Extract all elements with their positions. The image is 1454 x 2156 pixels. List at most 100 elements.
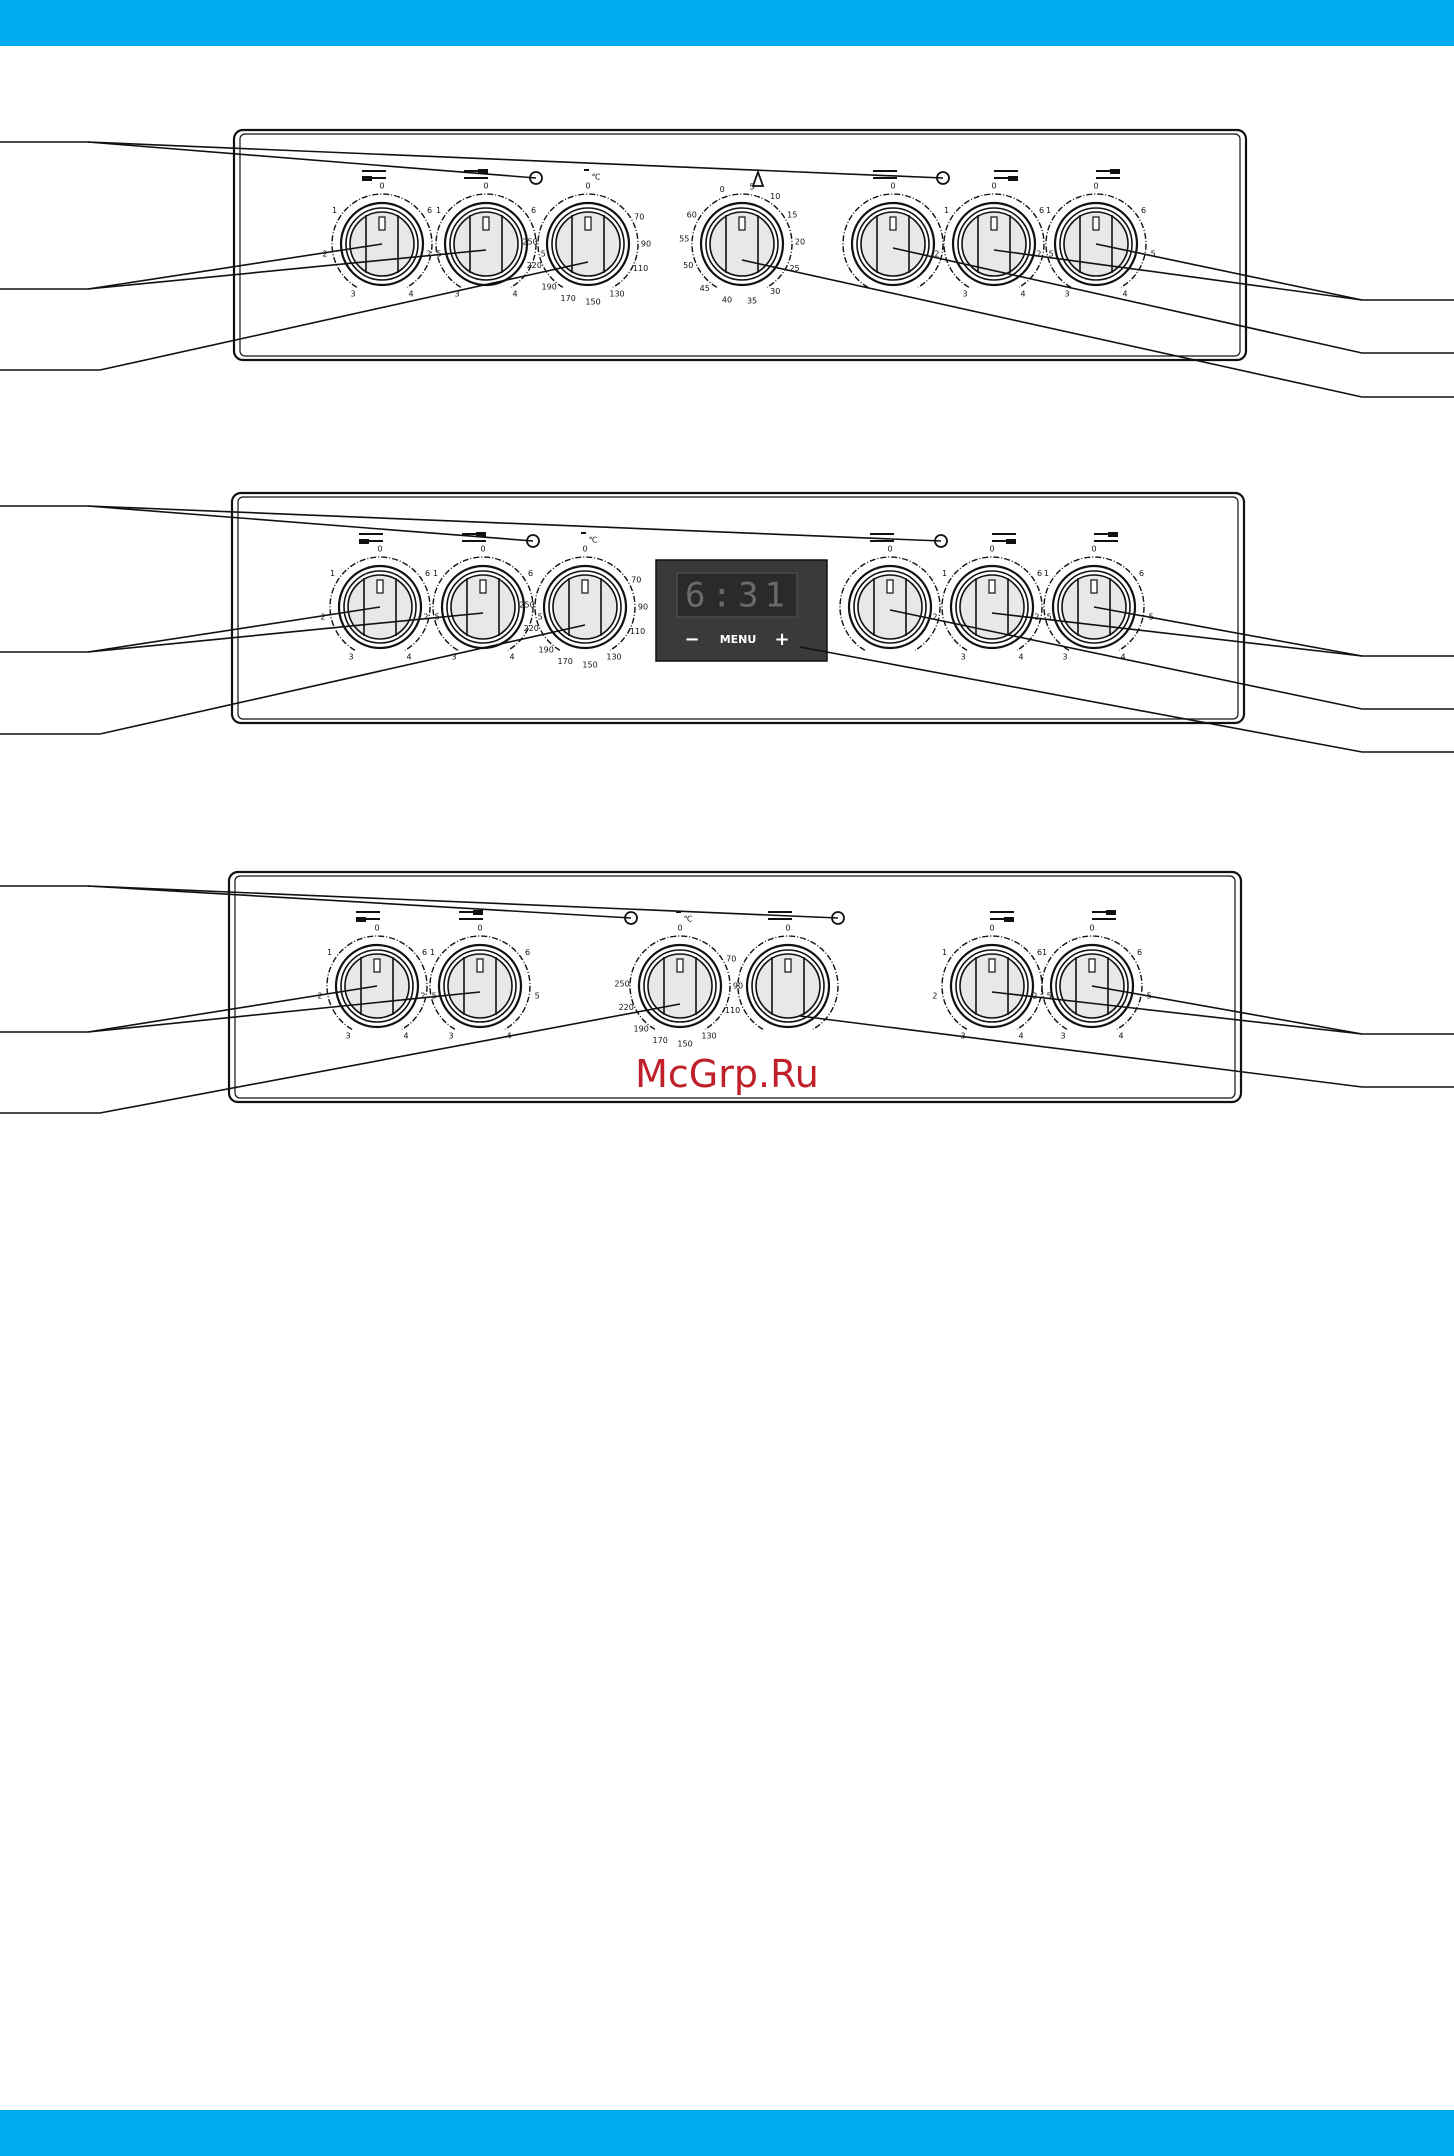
panel-1-leader-hob-b (87, 249, 487, 290)
panel-1-hob-knob-3-tick-label: 3 (962, 290, 967, 299)
panel-2-oven-temp-knob-tick-label: 190 (539, 646, 554, 655)
panel-3-hob-knob-2-ring (443, 949, 517, 1023)
panel-3-function-icon-bar-top (768, 911, 792, 913)
panel-1-oven-temp-knob-tick-label: 110 (633, 264, 648, 273)
panel-1-zone-icon-2-bar-top (464, 170, 488, 172)
panel-2-hob-knob-4-tick-label: 0 (1091, 545, 1096, 554)
panel-2-hob-knob-1-tick-label: 6 (425, 569, 430, 578)
panel-3-hob-knob-4-scale-arc (1041, 935, 1143, 1030)
panel-1-hob-knob-4-tick-label: 6 (1141, 206, 1146, 215)
panel-2-hob-knob-1-scale-arc (329, 556, 431, 651)
panel-1-zone-icon-1-zone-mark (362, 176, 372, 181)
panel-1-hob-knob-4-tick-label: 1 (1046, 206, 1051, 215)
panel-2-hob-knob-3-scale-arc (941, 556, 1043, 651)
panel-3-hob-knob-4-tick-label: 3 (1060, 1032, 1065, 1041)
panel-2-zone-icon-3-zone-mark (1006, 539, 1016, 544)
panel-2-oven-temp-knob-tick-label: 130 (606, 653, 621, 662)
panel-3-hob-knob-1-tick-label: 0 (374, 924, 379, 933)
panel-2-zone-icon-4-zone-mark (1108, 532, 1118, 537)
panel-3-hob-knob-2-tick-label: 5 (535, 992, 540, 1001)
panel-3-leader-right-b (991, 991, 1363, 1035)
panel-2-oven-temp-knob-tick-label: 70 (631, 575, 641, 584)
panel-2-hob-knob-1-tick-label: 1 (330, 569, 335, 578)
panel-2-leader-function (889, 609, 1454, 710)
panel-1-hob-knob-2-tick-label: 3 (454, 290, 459, 299)
panel-1-oven-temp-knob-tick-label: 90 (641, 240, 651, 249)
panel-1-zone-icon-3-bar-bottom (994, 177, 1018, 179)
panel-3-oven-temp-knob-scale-arc (629, 935, 731, 1030)
panel-3-zone-icon-4-bar-top (1092, 911, 1116, 913)
panel-1-oven-temp-knob-tick-label: 190 (542, 283, 557, 292)
panel-3-oven-temp-knob-tick-label: 150 (677, 1039, 692, 1048)
panel-1-hob-knob-3-ring (957, 207, 1031, 281)
panel-3 (227, 870, 1243, 1104)
panel-3-hob-knob-4-tick-label: 1 (1042, 948, 1047, 957)
panel-2-leader-display (799, 646, 1454, 753)
panel-2-hob-knob-1-tick-label: 0 (377, 545, 382, 554)
panel-1-timer-knob-tick-label: 20 (795, 237, 805, 246)
panel-2-leader-lamps-b (87, 505, 942, 542)
panel-1-hob-knob-2-tick-label: 1 (436, 206, 441, 215)
panel-1-oven-temp-knob-tick-label: 70 (634, 212, 644, 221)
panel-3-hob-knob-2-tick-label: 2 (420, 992, 425, 1001)
panel-1-timer-knob-tick-label: 40 (722, 296, 732, 305)
panel-1-leader-right-b (993, 249, 1363, 301)
panel-1-leader-lamps-b (87, 141, 944, 179)
panel-1-function-knob-group: 0 (842, 182, 944, 288)
panel-2-display-digits: 6:31 (685, 576, 791, 616)
panel-2-zone-icon-4-bar-top (1094, 533, 1118, 535)
panel-1-oven-temp-knob-tick-label: 150 (585, 297, 600, 306)
panel-1-hob-knob-4-tick-label: 2 (1036, 250, 1041, 259)
panel-2-temp-icon-degree-mark: ℃ (589, 536, 598, 545)
panel-3-leader-hob-b (87, 991, 481, 1033)
panel-3-zone-icon-1-bar-top (356, 911, 380, 913)
panel-1-function-knob-tick-label: 0 (890, 182, 895, 191)
panel-3-temp-icon-dash (676, 911, 681, 913)
panel-2-hob-knob-2-tick-label: 4 (509, 653, 514, 662)
panel-3-oven-temp-knob-tick-label: 110 (725, 1006, 740, 1015)
panel-3-leader-function (799, 1015, 1454, 1088)
panel-2-hob-knob-2-scale-arc (432, 556, 534, 651)
panel-2-oven-temp-knob-tick-label: 90 (638, 603, 648, 612)
panel-3-hob-knob-3-pointer (988, 958, 996, 973)
panel-1-zone-icon-3-zone-mark (1008, 176, 1018, 181)
panel-1-zone-icon-2-zone-mark (478, 169, 488, 174)
panel-2-hob-knob-2-tick-label: 3 (451, 653, 456, 662)
panel-1-hob-knob-2-tick-label: 4 (512, 290, 517, 299)
panel-3-hob-knob-1-tick-label: 1 (327, 948, 332, 957)
panel-3-zone-icon-4-bar-bottom (1092, 918, 1116, 920)
panel-3-hob-knob-4-pointer (1088, 958, 1096, 973)
panel-3-oven-temp-knob-tick-label: 130 (701, 1032, 716, 1041)
panel-1-zone-icon-3-bar-top (994, 170, 1018, 172)
panel-3-hob-knob-2-tick-label: 6 (525, 948, 530, 957)
panel-1-timer-knob-ring (705, 207, 779, 281)
panel-2-plus-button: + (774, 629, 789, 650)
panel-1-timer-knob-scale-arc (691, 193, 793, 288)
panel-1-hob-knob-4-scale-arc (1045, 193, 1147, 288)
panel-3-hob-knob-4-ring (1055, 949, 1129, 1023)
panel-3-oven-temp-knob-tick-label: 0 (677, 924, 682, 933)
panel-1-leader-temp (0, 261, 589, 371)
panel-2-hob-knob-4-pointer (1090, 579, 1098, 594)
panel-2-hob-knob-1-tick-label: 4 (406, 653, 411, 662)
panel-2-leader-temp (0, 624, 586, 735)
panel-1-hob-knob-2-scale-arc (435, 193, 537, 288)
panel-1-zone-icon-4-zone-mark (1110, 169, 1120, 174)
panel-1-timer-bell-icon (751, 169, 765, 187)
panel-3-oven-temp-knob-tick-label: 190 (634, 1025, 649, 1034)
panel-3-oven-temp-knob-tick-label: 250 (614, 979, 629, 988)
panel-3-zone-icon-4-zone-mark (1106, 910, 1116, 915)
panel-1-timer-knob-tick-label: 55 (679, 234, 689, 243)
panel-2-hob-knob-3-tick-label: 2 (932, 613, 937, 622)
panel-3-function-knob-pointer (784, 958, 792, 973)
panel-2-zone-icon-1-bar-top (359, 533, 383, 535)
panel-2-oven-temp-knob-tick-label: 150 (582, 660, 597, 669)
